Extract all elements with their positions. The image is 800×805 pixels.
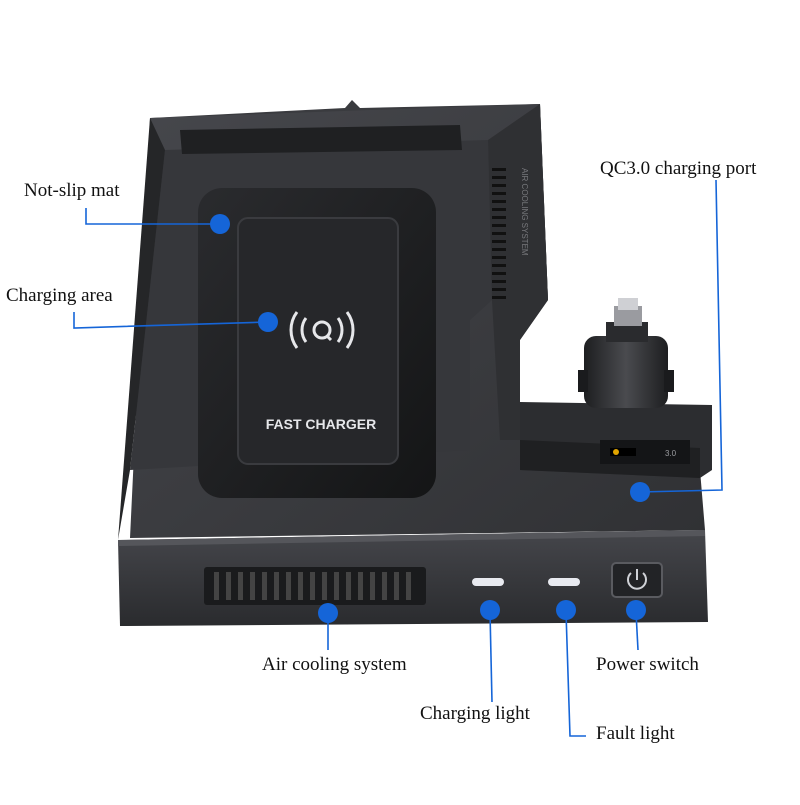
usb-port[interactable]	[610, 448, 636, 456]
label-charging-light: Charging light	[420, 703, 530, 724]
qc-badge-text: 3.0	[665, 449, 677, 458]
label-not-slip-mat: Not-slip mat	[24, 180, 120, 201]
dot-qc-port	[630, 482, 650, 502]
label-charging-area: Charging area	[6, 285, 113, 306]
callout-dots	[210, 214, 650, 623]
dot-charging-area	[258, 312, 278, 332]
label-air-cooling: Air cooling system	[262, 654, 407, 675]
car-plug	[578, 298, 674, 408]
charging-led	[472, 578, 504, 586]
top-lip	[180, 125, 462, 154]
side-print-text: AIR COOLING SYSTEM	[520, 168, 529, 256]
wireless-qi-icon	[289, 311, 355, 349]
fault-led	[548, 578, 580, 586]
label-qc-port: QC3.0 charging port	[600, 158, 757, 179]
label-power-switch: Power switch	[596, 654, 699, 675]
side-tower	[488, 104, 548, 440]
front-vent-grille	[204, 567, 426, 605]
label-fault-light: Fault light	[596, 723, 675, 744]
power-button[interactable]	[611, 562, 663, 598]
dot-air-cooling	[318, 603, 338, 623]
charging-area	[237, 217, 399, 465]
dot-fault-light	[556, 600, 576, 620]
dot-power-switch	[626, 600, 646, 620]
side-vent-slots	[492, 168, 506, 299]
dot-not-slip-mat	[210, 214, 230, 234]
front-top-edge	[118, 530, 705, 546]
dot-charging-light	[480, 600, 500, 620]
qc-logo-icon	[613, 449, 619, 455]
pad-print-text: FAST CHARGER	[266, 416, 376, 432]
